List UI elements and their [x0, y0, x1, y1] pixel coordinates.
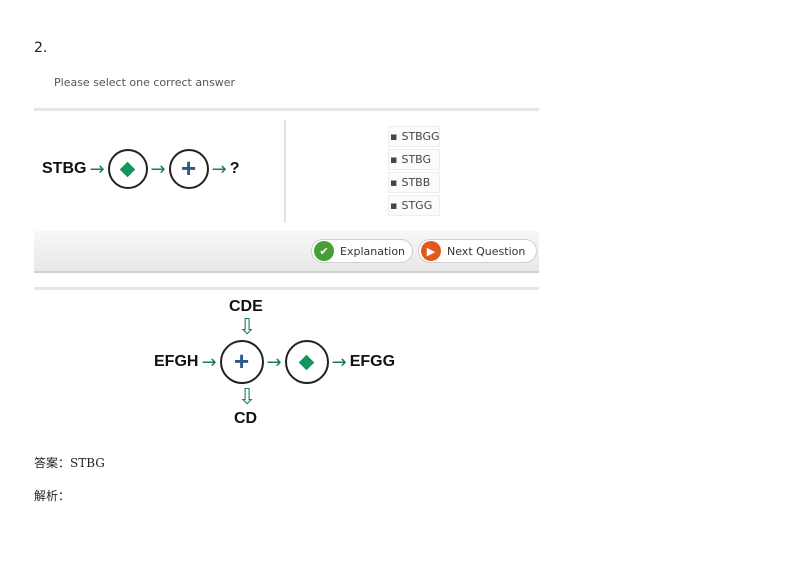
- input-top-label: CDE: [229, 298, 263, 315]
- diamond-operator: [284, 340, 329, 384]
- answer-option[interactable]: ▪ STGG: [388, 195, 440, 216]
- down-arrow-icon: ⇩: [238, 315, 257, 340]
- answer-option[interactable]: ▪ STBGG: [388, 126, 440, 147]
- arrow-right-icon: →: [266, 351, 282, 373]
- bullet-icon: ▪: [390, 199, 398, 212]
- answer-option[interactable]: ▪ STBB: [388, 172, 440, 193]
- play-icon: ▶: [421, 241, 441, 261]
- question-toolbar: ✔ Explanation ▶ Next Question: [34, 231, 539, 273]
- example-end-label: EFGG: [349, 353, 396, 370]
- diamond-icon: [298, 354, 315, 370]
- answer-option[interactable]: ▪ STBG: [388, 149, 440, 170]
- plus-icon: +: [233, 346, 250, 376]
- down-arrow-icon: ⇩: [238, 385, 257, 410]
- plus-icon: +: [181, 153, 197, 183]
- arrow-right-icon: →: [150, 158, 166, 180]
- arrow-right-icon: →: [201, 351, 217, 373]
- explanation-button[interactable]: ✔ Explanation: [311, 239, 413, 263]
- next-question-label: Next Question: [447, 244, 526, 258]
- instruction-text: Please select one correct answer: [54, 76, 236, 89]
- sequence-start-label: STBG: [42, 160, 87, 177]
- explanation-label: Explanation: [340, 244, 406, 258]
- arrow-right-icon: →: [211, 158, 227, 180]
- plus-operator: +: [219, 340, 264, 384]
- example-sequence: EFGH → + → → EFGG: [154, 339, 395, 385]
- answer-options: ▪ STBGG ▪ STBG ▪ STBB ▪ STGG: [388, 126, 440, 218]
- sequence-end-label: ?: [229, 160, 240, 177]
- next-question-button[interactable]: ▶ Next Question: [418, 239, 537, 263]
- option-text: STBB: [401, 176, 431, 189]
- question-sequence: STBG → → + → ?: [42, 144, 240, 194]
- bullet-icon: ▪: [390, 130, 398, 143]
- column-divider: [284, 120, 286, 223]
- analysis-text: 解析：: [34, 489, 71, 503]
- option-text: STBG: [401, 153, 432, 166]
- question-number: 2.: [34, 40, 48, 56]
- example-start-label: EFGH: [154, 353, 199, 370]
- output-bottom-label: CD: [234, 410, 258, 427]
- option-text: STGG: [401, 199, 433, 212]
- bullet-icon: ▪: [390, 176, 398, 189]
- plus-operator: +: [168, 149, 209, 189]
- answer-text: 答案：STBG: [34, 456, 105, 470]
- arrow-right-icon: →: [89, 158, 105, 180]
- bullet-icon: ▪: [390, 153, 398, 166]
- top-divider: [34, 108, 539, 111]
- arrow-right-icon: →: [331, 351, 347, 373]
- diamond-operator: [107, 149, 148, 189]
- section-divider: [34, 287, 539, 290]
- example-diagram: CDE ⇩ EFGH → + → → EFGG ⇩ CD: [0, 290, 800, 440]
- check-icon: ✔: [314, 241, 334, 261]
- diamond-icon: [119, 161, 136, 177]
- option-text: STBGG: [401, 130, 440, 143]
